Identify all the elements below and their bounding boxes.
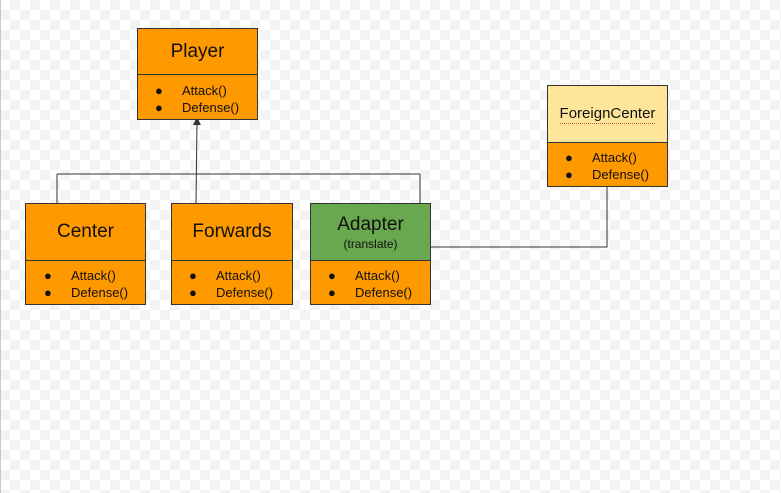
player-class-box[interactable]: Player ● Attack() ● Defense() bbox=[137, 28, 258, 120]
bullet-icon: ● bbox=[189, 285, 197, 300]
forwards-class-methods: ● Attack() ● Defense() bbox=[172, 261, 292, 304]
bullet-icon: ● bbox=[565, 150, 573, 165]
adapter-class-header: Adapter (translate) bbox=[311, 204, 430, 261]
method-label: Defense() bbox=[71, 285, 129, 300]
method-label: Defense() bbox=[182, 100, 240, 115]
bullet-icon: ● bbox=[155, 100, 163, 115]
center-class-header: Center bbox=[26, 204, 145, 261]
bullet-icon: ● bbox=[189, 268, 197, 283]
adapter-class-title: Adapter bbox=[337, 213, 404, 235]
foreigncenter-class-header: ForeignCenter bbox=[548, 86, 667, 143]
bullet-icon: ● bbox=[155, 83, 163, 98]
method-item: ● Attack() bbox=[172, 267, 292, 284]
forwards-class-box[interactable]: Forwards ● Attack() ● Defense() bbox=[171, 203, 293, 305]
method-label: Defense() bbox=[216, 285, 274, 300]
bullet-icon: ● bbox=[44, 268, 52, 283]
method-item: ● Defense() bbox=[311, 284, 430, 301]
foreigncenter-class-title: ForeignCenter bbox=[559, 104, 656, 124]
method-label: Defense() bbox=[592, 167, 650, 182]
method-label: Attack() bbox=[216, 268, 261, 283]
forwards-class-title: Forwards bbox=[192, 221, 272, 242]
foreigncenter-class-box[interactable]: ForeignCenter ● Attack() ● Defense() bbox=[547, 85, 668, 187]
method-label: Attack() bbox=[182, 83, 227, 98]
bullet-icon: ● bbox=[44, 285, 52, 300]
adapter-class-box[interactable]: Adapter (translate) ● Attack() ● Defense… bbox=[310, 203, 431, 305]
adapter-class-methods: ● Attack() ● Defense() bbox=[311, 261, 430, 304]
method-label: Defense() bbox=[355, 285, 413, 300]
foreigncenter-class-methods: ● Attack() ● Defense() bbox=[548, 143, 667, 186]
method-item: ● Attack() bbox=[138, 82, 257, 99]
adapter-to-foreigncenter-line bbox=[426, 186, 608, 248]
method-item: ● Defense() bbox=[548, 166, 667, 183]
bullet-icon: ● bbox=[328, 285, 336, 300]
method-label: Attack() bbox=[71, 268, 116, 283]
bullet-icon: ● bbox=[565, 167, 573, 182]
bullet-icon: ● bbox=[328, 268, 336, 283]
method-item: ● Attack() bbox=[311, 267, 430, 284]
center-class-methods: ● Attack() ● Defense() bbox=[26, 261, 145, 304]
method-item: ● Attack() bbox=[26, 267, 145, 284]
adapter-class-subtitle: (translate) bbox=[343, 236, 398, 251]
player-class-header: Player bbox=[138, 29, 257, 75]
center-class-title: Center bbox=[56, 221, 115, 242]
forwards-to-player-arrow bbox=[192, 117, 201, 204]
method-label: Attack() bbox=[592, 150, 637, 165]
player-class-title: Player bbox=[170, 40, 225, 62]
forwards-class-header: Forwards bbox=[172, 204, 292, 261]
method-item: ● Defense() bbox=[26, 284, 145, 301]
canvas-left-edge bbox=[0, 0, 1, 493]
method-label: Attack() bbox=[355, 268, 400, 283]
player-class-methods: ● Attack() ● Defense() bbox=[138, 75, 257, 119]
method-item: ● Attack() bbox=[548, 149, 667, 166]
method-item: ● Defense() bbox=[138, 99, 257, 116]
center-class-box[interactable]: Center ● Attack() ● Defense() bbox=[25, 203, 146, 305]
method-item: ● Defense() bbox=[172, 284, 292, 301]
